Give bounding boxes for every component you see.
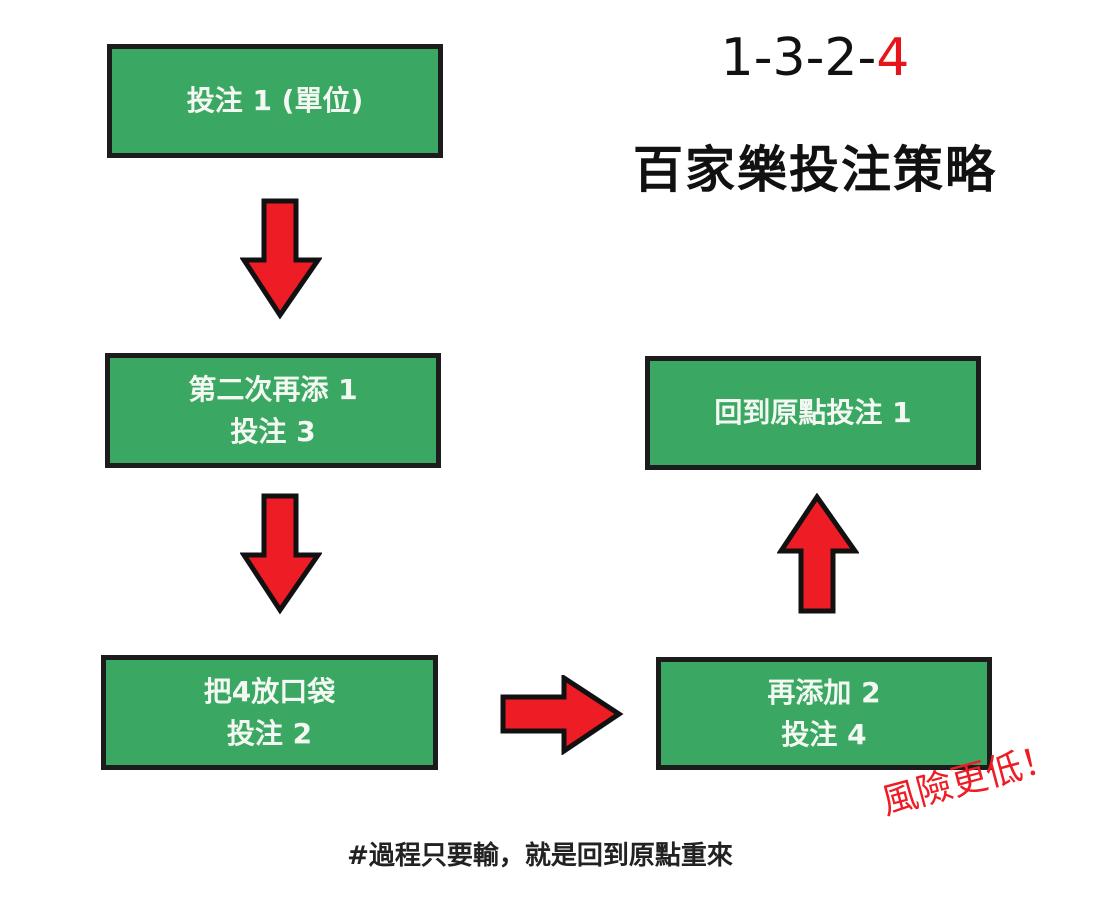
sequence-highlight: 4 [876, 28, 910, 88]
step-text: 回到原點投注 1 [714, 396, 912, 429]
step-bet-1: 投注 1 (單位) [107, 44, 443, 158]
step-bet-4: 再添加 2 投注 4 [656, 657, 992, 770]
sequence-title: 1-3-2-4 [600, 28, 1030, 88]
arrow-right-icon [500, 675, 624, 755]
step-text: 把4放口袋 [203, 674, 336, 708]
step-bet-2: 把4放口袋 投注 2 [101, 655, 438, 770]
arrow-down-icon [240, 493, 322, 615]
arrow-down-icon [240, 198, 322, 320]
arrow-up-icon [777, 493, 859, 614]
step-text: 投注 3 [230, 414, 316, 448]
step-text: 投注 2 [226, 716, 313, 750]
step-text: 第二次再添 1 [188, 372, 358, 406]
sequence-prefix: 1-3-2- [720, 28, 877, 88]
footer-hashtag: #過程只要輸，就是回到原點重來 [347, 841, 733, 871]
step-text: 投注 4 [781, 717, 867, 751]
strategy-subtitle: 百家樂投注策略 [633, 141, 997, 199]
step-text: 再添加 2 [767, 675, 881, 709]
step-text: 投注 1 (單位) [186, 84, 364, 117]
step-bet-3: 第二次再添 1 投注 3 [105, 353, 441, 468]
step-reset-bet-1: 回到原點投注 1 [645, 356, 981, 470]
